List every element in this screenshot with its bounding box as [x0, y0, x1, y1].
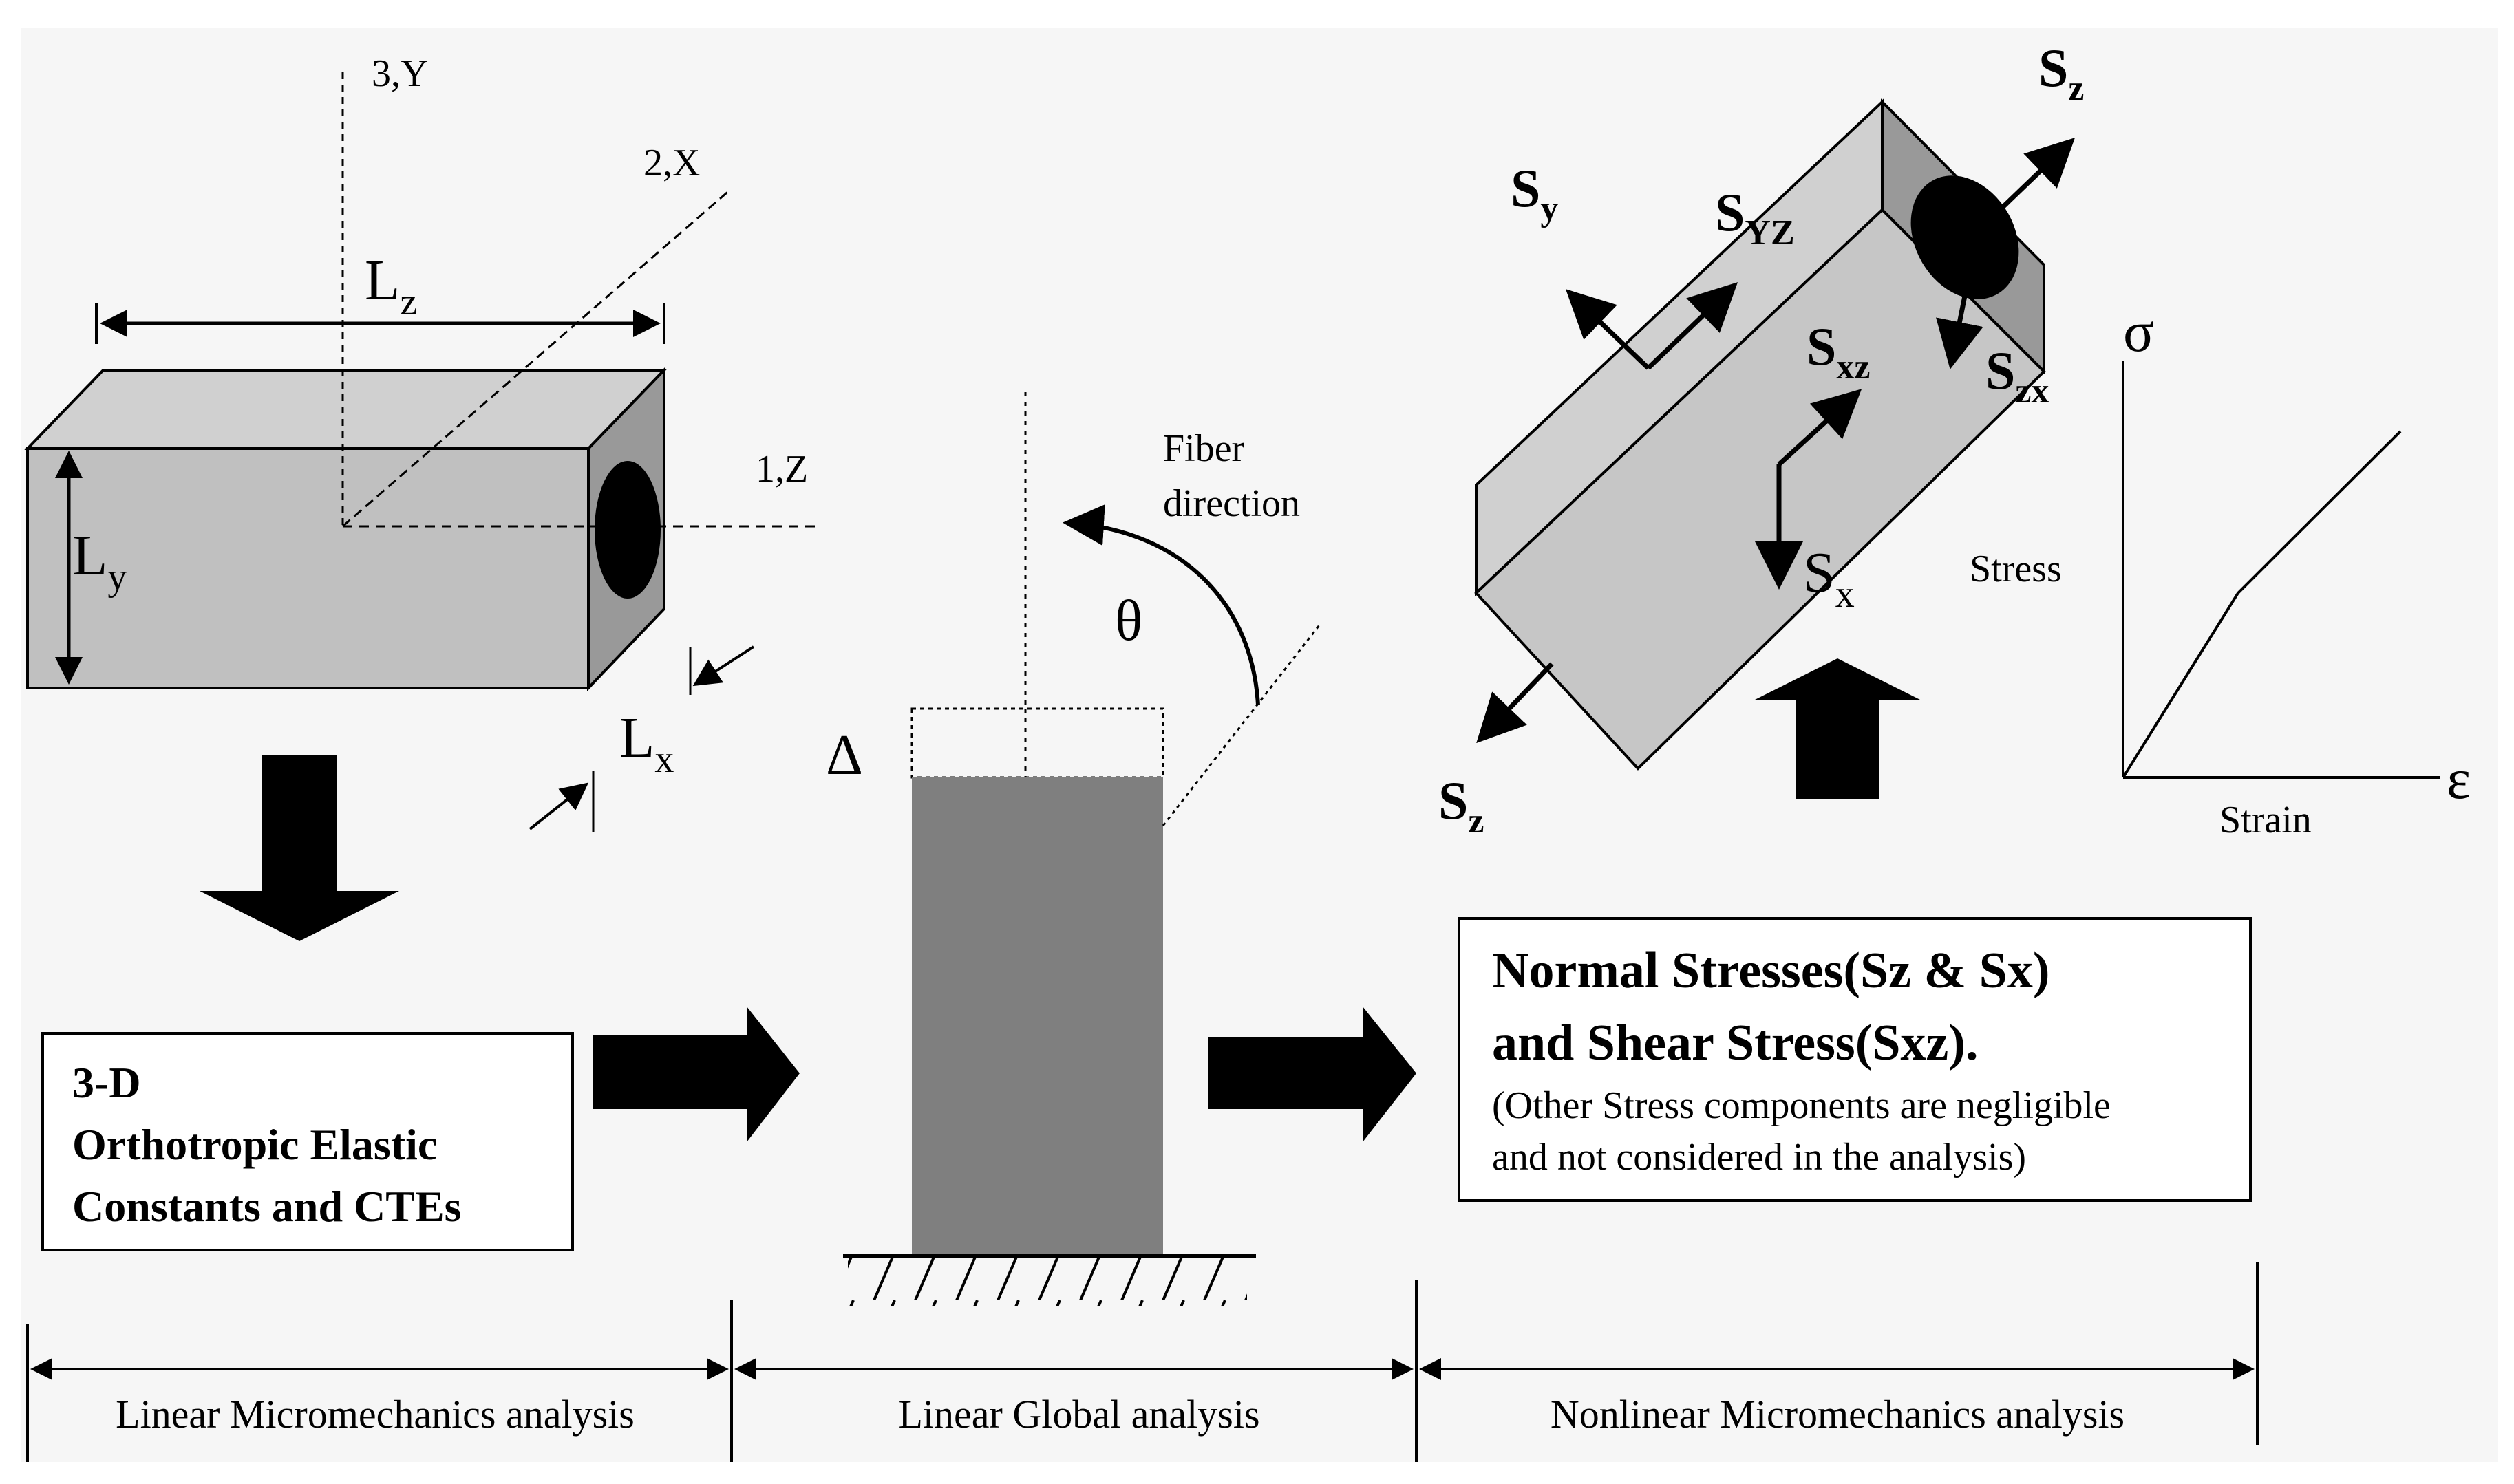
- sx-subscript: x: [1835, 573, 1855, 616]
- ly-subscript: y: [107, 556, 127, 599]
- displacement-outline: [910, 707, 1164, 779]
- svg-text:Sz: Sz: [2038, 38, 2084, 108]
- svg-text:Szx: Szx: [1985, 341, 2049, 411]
- sigma-symbol: σ: [2123, 300, 2154, 364]
- fiber-direction-line: [1162, 622, 1323, 826]
- ground-hatch: [848, 1258, 1247, 1306]
- sy-arrow: [1565, 289, 1650, 370]
- sy-label: S: [1511, 158, 1540, 218]
- svg-text:Sz: Sz: [1438, 771, 1484, 841]
- delta-symbol: Δ: [826, 723, 863, 787]
- ly-label: L: [72, 524, 107, 588]
- sxz-arrow: [1777, 389, 1862, 466]
- sz-bottom-arrow: [1476, 662, 1554, 744]
- laminate-column: θ Δ Fiber direction: [826, 392, 1323, 1306]
- left-box-line3: Constants and CTEs: [72, 1182, 462, 1231]
- szx-label: S: [1985, 341, 2015, 400]
- lx-subscript: x: [654, 738, 674, 781]
- sxz-subscript: xz: [1836, 347, 1870, 387]
- svg-text:Sx: Sx: [1803, 541, 1855, 616]
- sxz-label: S: [1807, 316, 1836, 376]
- stress-axis-label: Stress: [1970, 548, 2062, 590]
- svg-text:Sy: Sy: [1511, 158, 1558, 228]
- axis-3-label: 3,Y: [372, 52, 428, 95]
- theta-arc-arrow: [1063, 504, 1260, 706]
- szx-subscript: zx: [2015, 372, 2049, 411]
- stress-block: Sz Sy SYZ Sxz Szx Sx Sz: [1438, 38, 2084, 841]
- strain-axis-label: Strain: [2219, 799, 2312, 841]
- up-flow-arrow: [1755, 658, 1920, 799]
- sy-subscript: y: [1540, 189, 1558, 228]
- analysis-stage-spans: Linear Micromechanics analysis Linear Gl…: [26, 1262, 2259, 1462]
- stress-block-front-face: [1474, 208, 2046, 771]
- svg-text:Sxz: Sxz: [1807, 316, 1870, 387]
- svg-text:Ly: Ly: [72, 524, 127, 599]
- left-box-line2: Orthotropic Elastic: [72, 1120, 437, 1169]
- syz-subscript: YZ: [1745, 213, 1794, 252]
- sx-label: S: [1803, 541, 1835, 605]
- axis-2-line: [342, 188, 732, 528]
- stress-strain-graph: σ ε Stress Strain: [1970, 300, 2471, 841]
- block-top-face: [24, 369, 668, 450]
- ly-dimension: Ly: [55, 451, 127, 685]
- svg-text:Lx: Lx: [619, 706, 674, 781]
- sz-top-label: S: [2038, 38, 2068, 98]
- sz-bottom-label: S: [1438, 771, 1468, 830]
- coordinate-axes: 3,Y 2,X 1,Z: [341, 52, 822, 528]
- sz-top-arrow: [1980, 138, 2076, 229]
- stress-results-box: Normal Stresses(Sz & Sx) and Shear Stres…: [1458, 917, 2252, 1202]
- sz-top-subscript: z: [2068, 69, 2084, 108]
- stress-strain-curve: [2122, 430, 2402, 779]
- footer-nonlinear-micro: Nonlinear Micromechanics analysis: [1551, 1392, 2124, 1437]
- lx-label: L: [619, 706, 654, 770]
- sz-bottom-subscript: z: [1468, 802, 1484, 841]
- elastic-constants-box: 3-D Orthotropic Elastic Constants and CT…: [41, 1032, 574, 1251]
- svg-text:Lz: Lz: [365, 248, 417, 323]
- right-box-line1: Normal Stresses(Sz & Sx): [1492, 943, 2049, 999]
- svg-text:SYZ: SYZ: [1715, 182, 1795, 252]
- right-box-line4: and not considered in the analysis): [1492, 1136, 2026, 1179]
- lz-subscript: z: [400, 281, 417, 323]
- right-box-line3: (Other Stress components are negligible: [1492, 1084, 2111, 1127]
- fiber-ellipse: [595, 461, 661, 599]
- right-flow-arrow-1: [593, 1007, 800, 1142]
- column-body: [912, 777, 1163, 1254]
- block-front-face: [26, 447, 590, 689]
- stress-block-fiber: [1910, 175, 2019, 299]
- axis-2-label: 2,X: [643, 142, 700, 184]
- szx-arrow: [1936, 261, 1983, 369]
- axis-1-label: 1,Z: [756, 448, 808, 491]
- theta-symbol: θ: [1115, 589, 1142, 653]
- lz-label: L: [365, 248, 400, 312]
- lz-dimension: Lz: [95, 248, 665, 344]
- lx-dimension: Lx: [529, 645, 755, 832]
- fiber-label-line1: Fiber: [1163, 427, 1245, 470]
- syz-arrow: [1646, 282, 1738, 370]
- down-flow-arrow: [200, 755, 399, 941]
- rve-block: [24, 367, 668, 691]
- syz-label: S: [1715, 182, 1745, 242]
- right-flow-arrow-2: [1208, 1007, 1416, 1142]
- fiber-label-line2: direction: [1163, 482, 1300, 525]
- footer-linear-global: Linear Global analysis: [898, 1392, 1259, 1437]
- left-box-line1: 3-D: [72, 1058, 141, 1107]
- footer-linear-micro: Linear Micromechanics analysis: [116, 1392, 635, 1437]
- epsilon-symbol: ε: [2447, 747, 2471, 811]
- right-box-line2: and Shear Stress(Sxz).: [1492, 1015, 1979, 1071]
